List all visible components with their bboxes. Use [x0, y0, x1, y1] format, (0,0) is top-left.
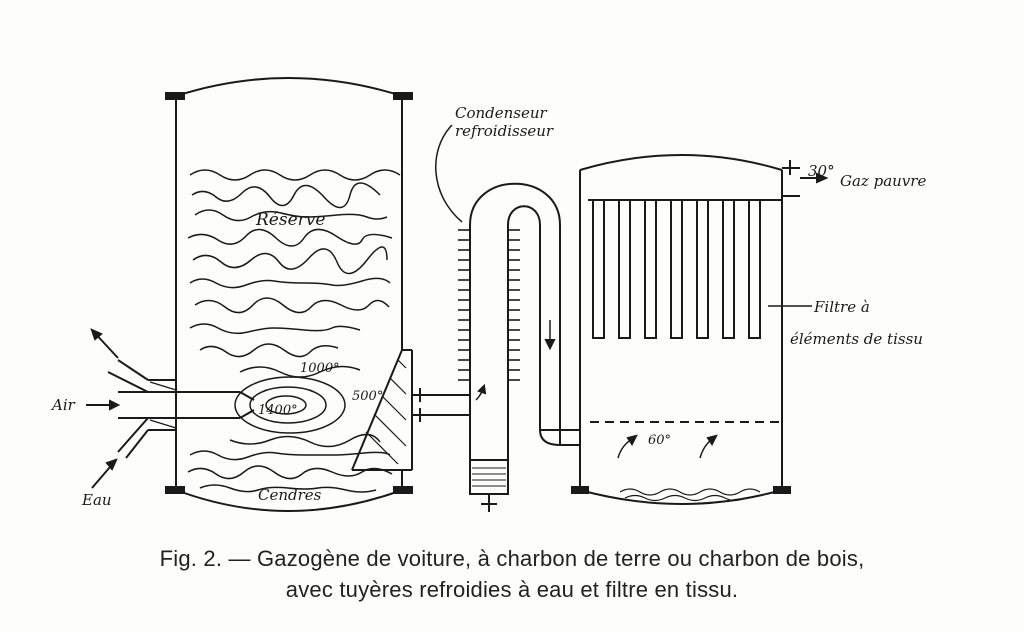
temp-500-label: 500° [352, 389, 383, 404]
tuyere-assembly [107, 359, 255, 459]
lean-gas-label: Gaz pauvre [840, 172, 926, 190]
ashes-label: Cendres [258, 486, 322, 504]
figure-caption-line1: Fig. 2. — Gazogène de voiture, à charbon… [159, 546, 865, 571]
condenser-label-line2: refroidisseur [455, 122, 554, 140]
generator-vessel [165, 77, 413, 512]
gas-outlet [782, 160, 829, 197]
gazogene-diagram: Condenseur refroidisseur Réserve 1000° 1… [50, 77, 926, 512]
water-label: Eau [81, 491, 112, 509]
ashes-hatching [187, 450, 393, 493]
filter-label-line1: Filtre à [813, 298, 870, 316]
fuel-reserve-hatching [187, 169, 401, 358]
condenser [435, 124, 561, 512]
air-label: Air [50, 396, 76, 414]
temp-60-label: 60° [648, 433, 671, 448]
air-arrow [86, 399, 121, 411]
temp-1000-label: 1000° [300, 361, 340, 376]
generator-outlet [351, 349, 470, 471]
water-arrow [91, 458, 118, 489]
exhaust-arrow [90, 328, 119, 359]
combustion-zone [229, 365, 381, 448]
filter-vessel [571, 154, 812, 505]
filter-label-line2: éléments de tissu [790, 330, 923, 348]
reserve-label: Réserve [255, 210, 325, 230]
temp-30-label: 30° [808, 162, 835, 180]
filter-inlet-pipe [539, 429, 580, 446]
temp-1400-label: 1400° [258, 403, 298, 418]
condenser-label-line1: Condenseur [455, 104, 548, 122]
figure-caption-line2: avec tuyères refroidies à eau et filtre … [285, 577, 739, 602]
